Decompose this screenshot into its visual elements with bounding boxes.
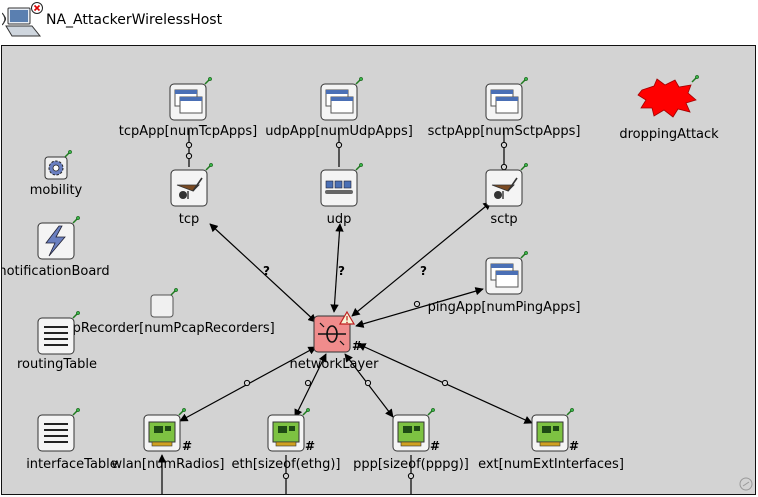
table-icon: [37, 414, 75, 452]
wheelbarrow-icon: [170, 169, 208, 207]
application-window-icon: [485, 83, 523, 121]
conn-tcp-network: [209, 223, 317, 323]
resize-badge-icon[interactable]: [739, 477, 753, 491]
module-label: pingApp[numPingApps]: [428, 300, 581, 315]
title-bar: NA_AttackerWirelessHost: [0, 0, 758, 45]
pin-icon: [355, 162, 364, 171]
module-label: droppingAttack: [619, 127, 719, 142]
pin-icon: [302, 407, 311, 416]
conn-sctp-network: [351, 201, 492, 317]
pingapp-module[interactable]: pingApp[numPingApps]: [428, 250, 581, 315]
table-icon: [37, 317, 75, 355]
tcp-module[interactable]: tcp: [170, 162, 214, 227]
vector-gate-marker: #: [305, 439, 315, 453]
routing-table-module[interactable]: routingTable: [17, 310, 97, 372]
sctpapp-module[interactable]: sctpApp[numSctpApps]: [428, 76, 581, 139]
module-label: ppp[sizeof(pppg)]: [353, 457, 469, 472]
pin-icon: [427, 407, 436, 416]
pin-icon: [170, 287, 179, 296]
pin-icon: [64, 149, 73, 158]
module-label: udpApp[numUdpApps]: [265, 124, 413, 139]
svg-text:?: ?: [420, 264, 427, 278]
notification-board-module[interactable]: notificationBoard: [2, 215, 110, 279]
pin-icon: [520, 76, 529, 85]
pcap-recorder-module[interactable]: pcapRecorder[numPcapRecorders]: [49, 287, 275, 336]
application-window-icon: [169, 83, 207, 121]
gear-icon: [44, 156, 68, 180]
pin-icon: [72, 310, 81, 319]
pin-icon: [72, 215, 81, 224]
module-label: mobility: [30, 183, 83, 198]
pin-icon: [520, 162, 529, 171]
sctp-module[interactable]: sctp: [485, 162, 529, 227]
pin-icon: [355, 76, 364, 85]
conveyor-icon: [320, 169, 358, 207]
pin-icon: [205, 162, 214, 171]
wlan-module[interactable]: # wlan[numRadios]: [111, 407, 225, 472]
eth-module[interactable]: # eth[sizeof(ethg)]: [232, 407, 341, 472]
module-label: routingTable: [17, 357, 97, 372]
ppp-module[interactable]: # ppp[sizeof(pppg)]: [353, 407, 469, 472]
host-title: NA_AttackerWirelessHost: [46, 12, 223, 28]
explosion-icon: [637, 78, 697, 118]
unknown-gate-markers: ? ? ?: [263, 264, 427, 278]
module-label: sctp: [490, 212, 517, 227]
pin-icon: [72, 407, 81, 416]
application-window-icon: [320, 83, 358, 121]
pin-icon: [204, 76, 213, 85]
wireless-host-icon: [2, 2, 43, 37]
module-label: tcp: [179, 212, 200, 227]
module-label: ext[numExtInterfaces]: [478, 457, 624, 472]
svg-text:?: ?: [338, 264, 345, 278]
udp-module[interactable]: udp: [320, 162, 364, 227]
network-card-icon: [143, 414, 181, 452]
module-label: networkLayer: [289, 357, 379, 372]
network-card-icon: [267, 414, 305, 452]
pin-icon: [691, 74, 700, 83]
vector-gate-marker: #: [352, 339, 362, 353]
vector-gate-marker: #: [569, 439, 579, 453]
vector-gate-marker: #: [182, 439, 192, 453]
warning-icon: [338, 310, 356, 325]
connection-dots: [185, 141, 508, 480]
conn-ping-network: [355, 287, 484, 328]
conn-network-eth: [294, 353, 327, 418]
conn-udp-network: [330, 223, 344, 313]
module-label: pcapRecorder[numPcapRecorders]: [49, 321, 274, 336]
compound-module-canvas[interactable]: ? ? ? tcpApp[numTcpApps] udpApp[numUdpAp…: [1, 45, 756, 495]
vector-gate-marker: #: [430, 439, 440, 453]
pin-icon: [178, 407, 187, 416]
module-label: sctpApp[numSctpApps]: [428, 124, 581, 139]
ext-module[interactable]: # ext[numExtInterfaces]: [478, 407, 624, 472]
wheelbarrow-icon: [485, 169, 523, 207]
dropping-attack-module[interactable]: droppingAttack: [619, 74, 719, 142]
module-label: interfaceTable: [26, 457, 118, 472]
module-label: udp: [327, 212, 352, 227]
module-label: tcpApp[numTcpApps]: [119, 124, 257, 139]
network-layer-module[interactable]: # networkLayer: [289, 310, 379, 372]
network-card-icon: [531, 414, 569, 452]
placeholder-box-icon: [150, 294, 174, 318]
network-layer-icon: [313, 315, 351, 353]
interface-table-module[interactable]: interfaceTable: [26, 407, 118, 472]
lightning-board-icon: [37, 222, 75, 260]
mobility-module[interactable]: mobility: [30, 149, 83, 198]
svg-text:?: ?: [263, 264, 270, 278]
application-window-icon: [485, 257, 523, 295]
network-card-icon: [392, 414, 430, 452]
pin-icon: [520, 250, 529, 259]
tcpapp-module[interactable]: tcpApp[numTcpApps]: [119, 76, 257, 139]
module-label: wlan[numRadios]: [111, 457, 224, 472]
pin-icon: [566, 407, 575, 416]
udpapp-module[interactable]: udpApp[numUdpApps]: [265, 76, 413, 139]
module-label: notificationBoard: [2, 264, 110, 279]
module-label: eth[sizeof(ethg)]: [232, 457, 341, 472]
